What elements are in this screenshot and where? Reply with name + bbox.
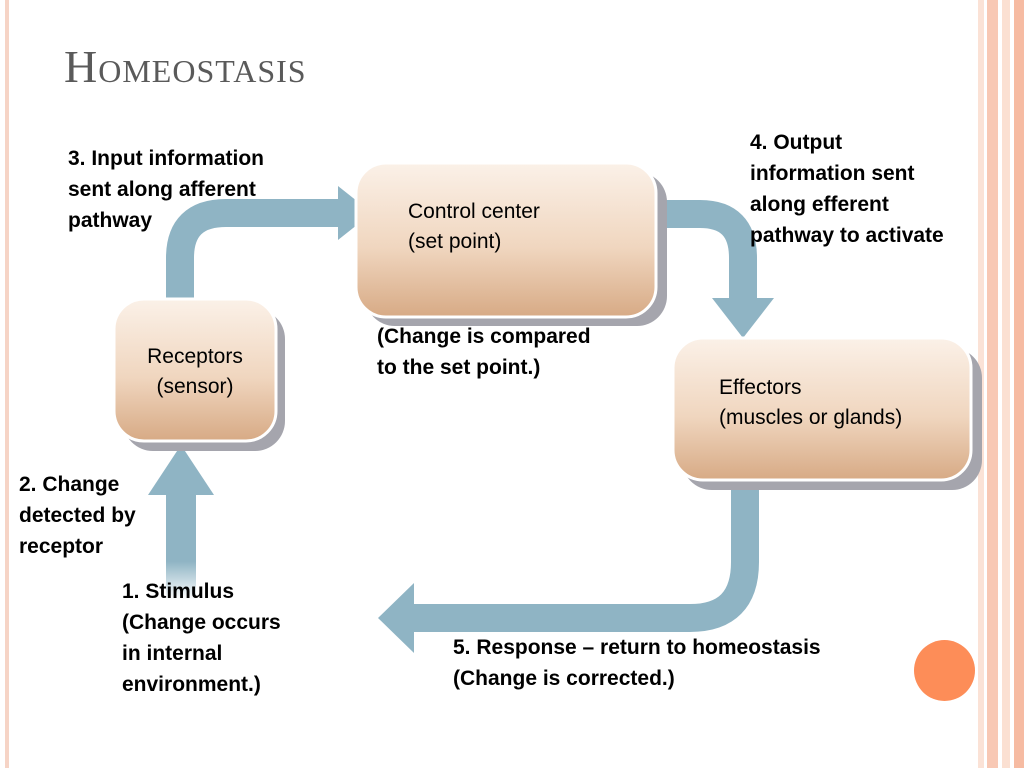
step1-stimulus-label: 1. Stimulus (Change occurs in internal e… [122,576,281,700]
control-center-box [354,161,667,326]
step2-detection-label: 2. Change detected by receptor [19,469,136,562]
step3-line: sent along afferent [68,178,256,201]
compare-line: to the set point.) [377,356,541,379]
control-center-subtitle: (set point) [408,230,502,253]
step3-line: 3. Input information [68,147,264,170]
step5-line: 5. Response – return to homeostasis [453,636,821,659]
step4-line: information sent [750,162,915,185]
step1-line: in internal [122,642,223,665]
step5-response-label: 5. Response – return to homeostasis (Cha… [453,632,821,694]
step2-line: detected by [19,504,136,527]
step2-line: 2. Change [19,473,120,496]
step4-line: along efferent [750,193,889,216]
effectors-subtitle: (muscles or glands) [719,406,903,429]
step5-line: (Change is corrected.) [453,667,675,690]
compare-note-label: (Change is compared to the set point.) [377,321,591,383]
receptors-subtitle: (sensor) [156,375,234,398]
effectors-title: Effectors [719,376,802,399]
step4-line: 4. Output [750,131,843,154]
receptors-title: Receptors [147,345,243,368]
step4-output-label: 4. Output information sent along efferen… [750,127,944,251]
receptors-box [112,297,285,451]
left-frame-line [5,0,9,768]
response-arrow [378,485,759,653]
compare-line: (Change is compared [377,325,591,348]
step4-line: pathway to activate [750,224,944,247]
stimulus-arrow [148,445,214,600]
control-center-title: Control center [408,200,540,223]
efferent-arrow [662,200,774,338]
step2-line: receptor [19,535,104,558]
step3-line: pathway [68,209,153,232]
effectors-box [671,336,982,490]
step1-line: (Change occurs [122,611,281,634]
step3-input-label: 3. Input information sent along afferent… [68,143,264,236]
control-center-label: Control center (set point) [408,197,540,257]
page-title: Homeostasis [64,41,307,92]
orange-circle-decoration [914,640,975,701]
receptors-label: Receptors (sensor) [114,342,276,402]
step1-line: 1. Stimulus [122,580,235,603]
step1-line: environment.) [122,673,261,696]
effectors-label: Effectors (muscles or glands) [719,373,902,433]
